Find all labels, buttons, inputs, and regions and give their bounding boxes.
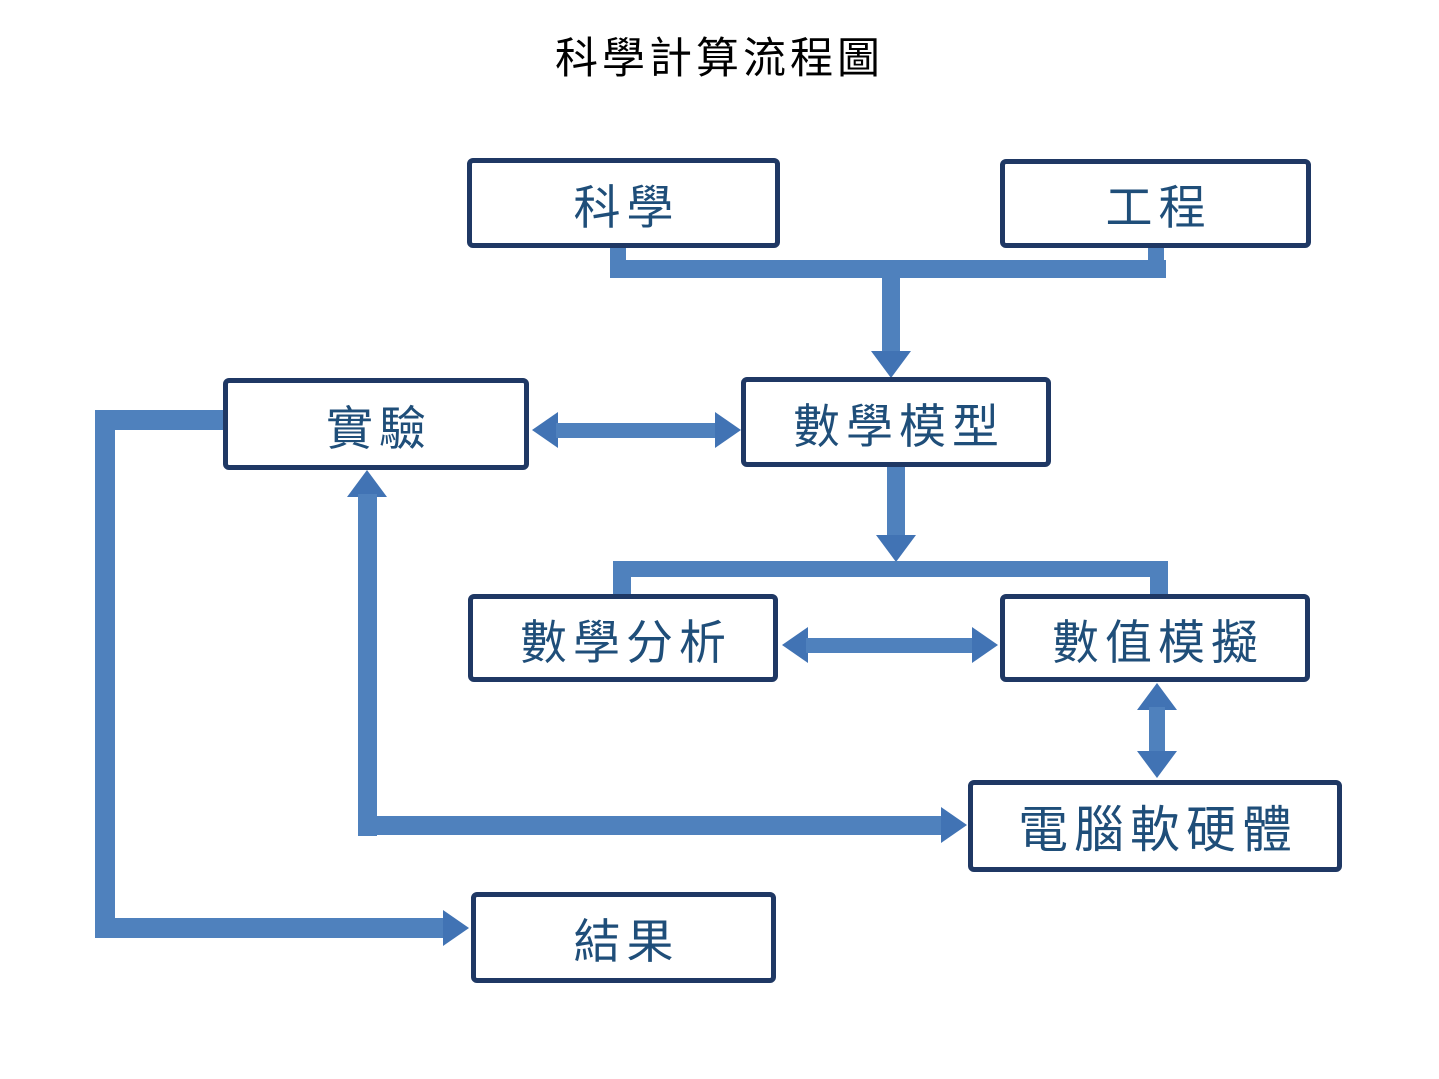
arrowhead-down-into-computer	[1137, 751, 1177, 778]
arrowhead-up-into-numericalsimulation	[1137, 683, 1177, 710]
diagram-title: 科學計算流程圖	[555, 35, 884, 83]
edge-experiment-results-horizontal	[95, 918, 447, 938]
arrowhead-down-into-mathmodel	[871, 351, 911, 378]
node-math-analysis: 數學分析	[468, 594, 778, 682]
node-experiment: 實驗	[223, 378, 529, 470]
edge-experiment-results-stub	[95, 410, 223, 430]
edge-experiment-results-vertical	[95, 410, 115, 938]
node-numerical-simulation-label: 數值模擬	[1052, 615, 1264, 669]
node-computer-hw-sw-label: 電腦軟硬體	[1018, 802, 1298, 858]
arrowhead-right-into-results	[443, 910, 469, 946]
node-engineering: 工程	[1000, 159, 1311, 248]
node-results-label: 結果	[573, 915, 680, 968]
node-science-label: 科學	[573, 180, 680, 234]
edge-science-to-mathmodel-leg	[610, 246, 626, 264]
node-computer-hw-sw: 電腦軟硬體	[968, 780, 1342, 872]
arrowhead-right-into-numericalsimulation	[972, 627, 998, 663]
node-results: 結果	[471, 892, 776, 983]
node-math-model-label: 數學模型	[793, 399, 1005, 453]
edge-experiment-computer-vertical	[358, 494, 377, 836]
arrowhead-left-into-mathanalysis	[782, 627, 808, 663]
edge-split-bar	[613, 561, 1168, 577]
edge-split-leg-numericalsimulation	[1150, 575, 1168, 595]
node-engineering-label: 工程	[1105, 181, 1212, 234]
edge-experiment-mathmodel-shaft	[556, 423, 716, 438]
arrowhead-down-onto-split-bar	[876, 535, 916, 562]
node-experiment-label: 實驗	[326, 401, 432, 455]
edge-mathmodel-split-stem	[887, 466, 905, 537]
arrowhead-right-into-computer	[941, 807, 967, 843]
arrowhead-left-into-experiment	[532, 412, 558, 448]
edge-numericalsimulation-computer-shaft	[1149, 707, 1165, 754]
edge-merge-stem	[882, 276, 900, 353]
edge-engineering-to-mathmodel-leg	[1148, 245, 1164, 264]
node-science: 科學	[467, 158, 780, 248]
edge-experiment-computer-horizontal	[358, 816, 945, 835]
arrowhead-up-into-experiment	[347, 470, 387, 497]
edge-merge-bar	[610, 260, 1166, 278]
arrowhead-right-into-mathmodel	[715, 412, 741, 448]
node-math-model: 數學模型	[741, 377, 1051, 467]
edge-mathanalysis-numericalsimulation-shaft	[806, 638, 973, 653]
node-numerical-simulation: 數值模擬	[1000, 594, 1310, 682]
edge-split-leg-mathanalysis	[613, 575, 631, 595]
node-math-analysis-label: 數學分析	[520, 615, 732, 669]
